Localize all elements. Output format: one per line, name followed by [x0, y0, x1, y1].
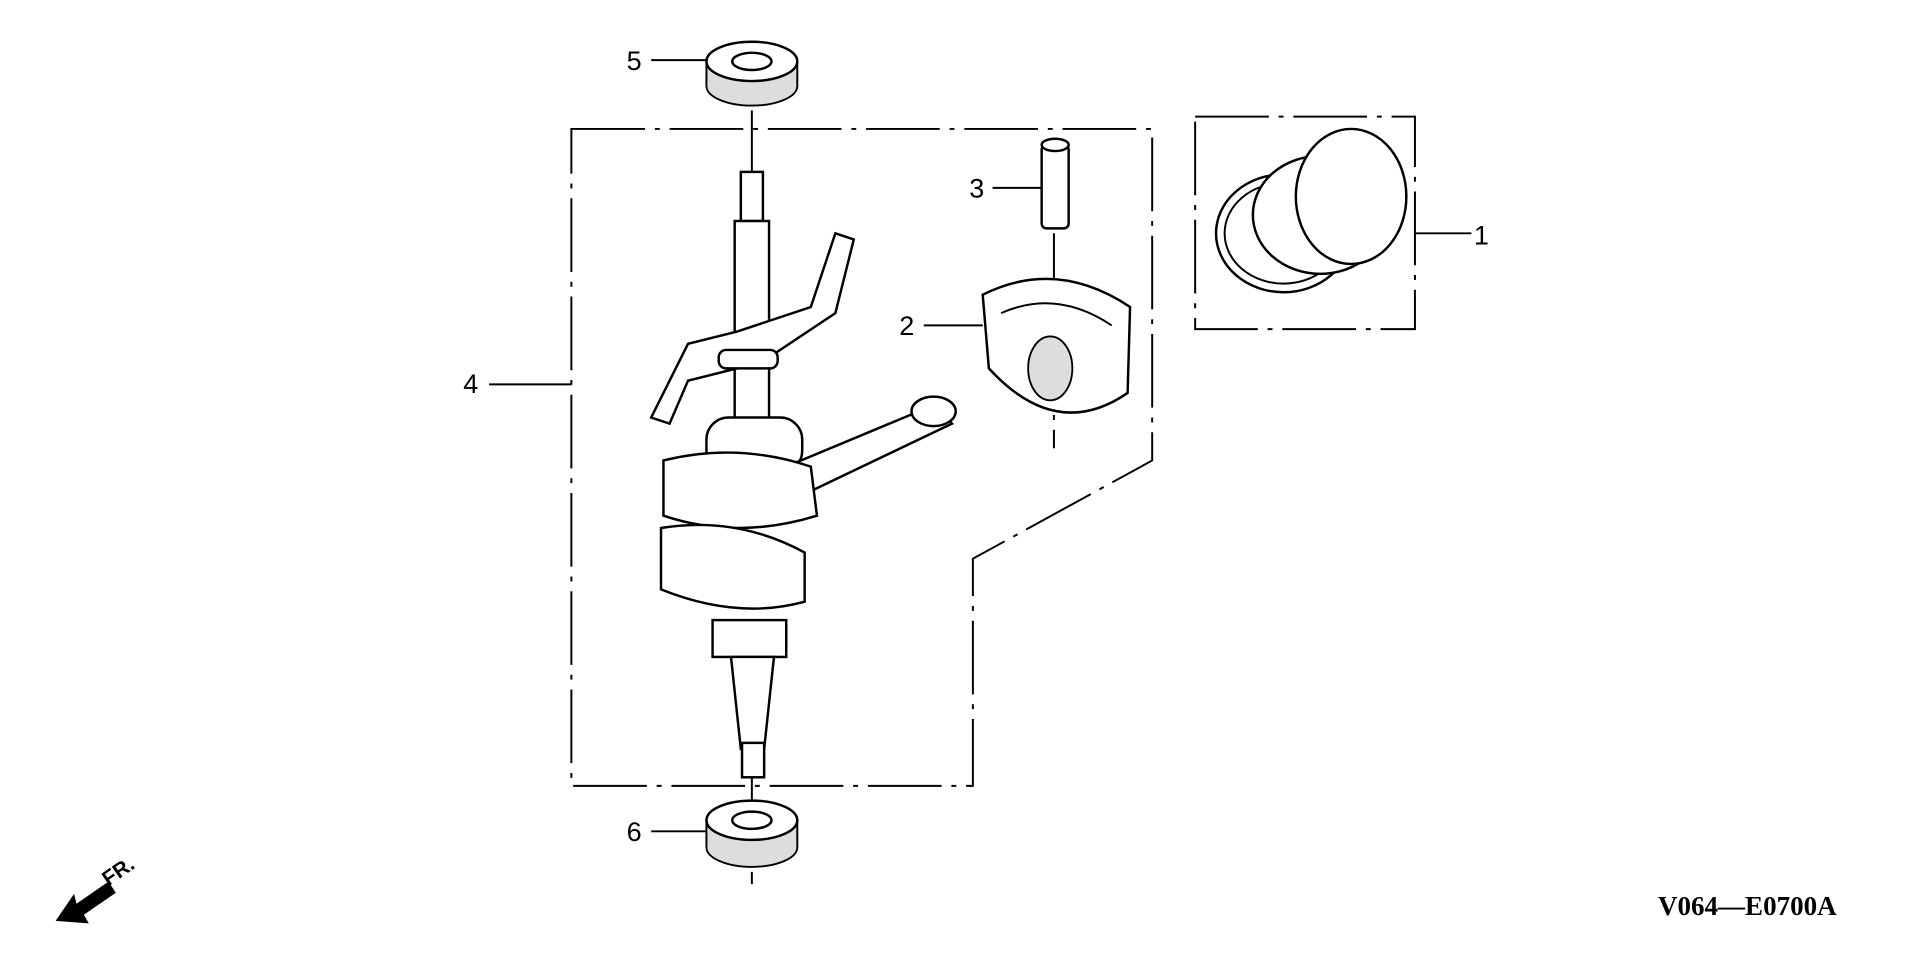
callout-6[interactable]: 6 [627, 817, 642, 847]
callout-3[interactable]: 3 [969, 174, 984, 204]
callout-2[interactable]: 2 [899, 311, 914, 341]
front-direction-arrow-icon: FR. [55, 853, 139, 924]
crankshaft [649, 170, 957, 779]
callout-4[interactable]: 4 [463, 369, 478, 399]
piston-pin [1040, 137, 1070, 230]
drawing-code: V064—E0700A [1658, 891, 1837, 921]
ring-set-outline [1194, 115, 1416, 331]
piston-rings [1214, 127, 1408, 294]
oil-seal-lower [705, 799, 799, 868]
oil-seal-upper [705, 40, 799, 107]
piston [981, 277, 1132, 414]
callout-5[interactable]: 5 [627, 46, 642, 76]
callout-1[interactable]: 1 [1474, 220, 1489, 250]
crankshaft-group-outline [570, 127, 1154, 787]
